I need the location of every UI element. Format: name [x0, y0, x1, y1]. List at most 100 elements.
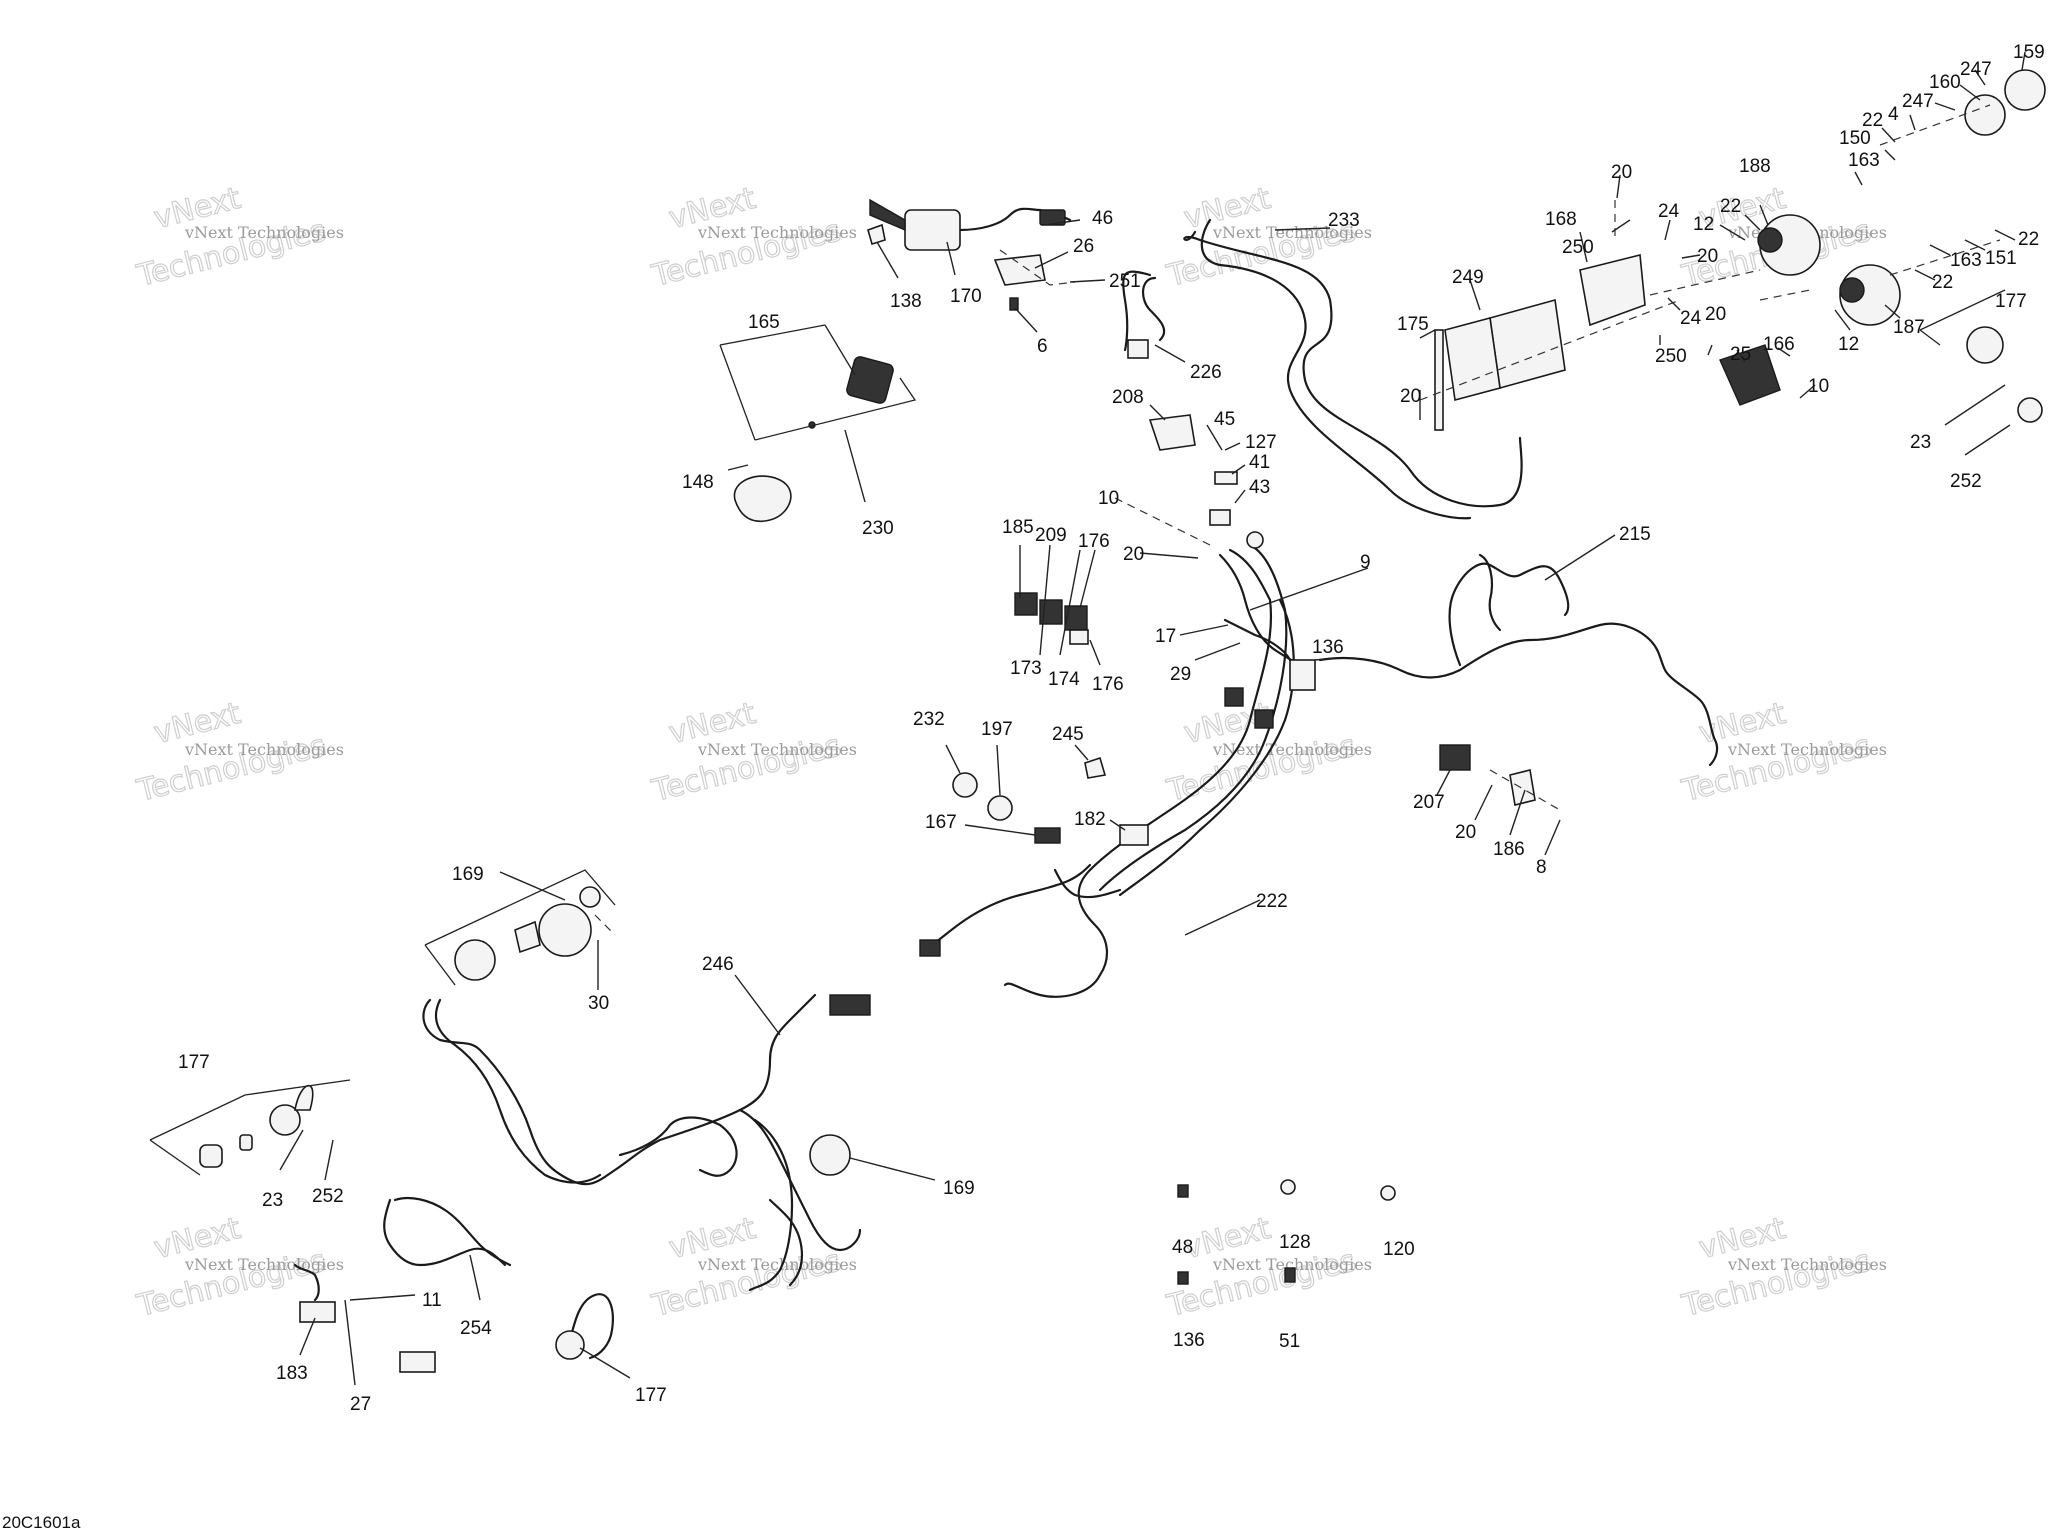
- bulb-169: [514, 920, 541, 954]
- wire-167: [923, 863, 1092, 952]
- leader-174: [1059, 549, 1081, 656]
- dash-247: [1879, 104, 1991, 146]
- dash-188: [1759, 289, 1811, 301]
- dash-163: [1889, 239, 2001, 276]
- callout-230: 230: [862, 518, 894, 539]
- relay-174: [1069, 629, 1089, 645]
- watermark-group: vNext Technologies vNext Technologies vN…: [132, 180, 1887, 1324]
- harness-246f: [768, 1198, 804, 1287]
- tray-250: [1579, 253, 1646, 327]
- socket-169: [579, 886, 601, 908]
- harness-254b: [393, 1196, 512, 1267]
- leader-250a: [1579, 231, 1588, 263]
- clip-136: [1177, 1271, 1189, 1285]
- leader-160: [1959, 84, 1981, 101]
- leader-187: [1884, 304, 1901, 319]
- harness-215c: [1478, 553, 1502, 632]
- leader-168: [1611, 219, 1631, 233]
- callout-30: 30: [588, 993, 609, 1014]
- leader-170: [946, 241, 956, 276]
- bracket-group-177b: [149, 1079, 351, 1176]
- battery-cable-233b: [1200, 218, 1472, 520]
- callout-175: 175: [1397, 314, 1429, 335]
- callout-160: 160: [1929, 72, 1961, 93]
- leader-20e: [1681, 254, 1701, 259]
- assembly-lines: [594, 104, 2001, 936]
- callout-17: 17: [1155, 626, 1176, 647]
- callout-24a: 24: [1658, 201, 1680, 222]
- ring-160: [1964, 94, 2006, 136]
- leader-12b: [1834, 309, 1851, 331]
- harness-215b: [1448, 562, 1570, 667]
- callout-207: 207: [1413, 792, 1445, 813]
- callout-4: 4: [1888, 104, 1899, 125]
- lamp-177-ring: [2017, 397, 2043, 423]
- callout-11: 11: [422, 1290, 442, 1311]
- lens-169: [454, 939, 496, 981]
- callout-250b: 250: [1655, 346, 1687, 367]
- leader-245: [1074, 744, 1089, 761]
- callout-209: 209: [1035, 525, 1067, 546]
- callout-249: 249: [1452, 267, 1484, 288]
- callout-20d: 20: [1611, 162, 1632, 183]
- watermark-text: vNext Technologies: [1212, 740, 1372, 759]
- harness-246: [422, 993, 817, 1186]
- watermark-text: vNext Technologies: [1727, 1255, 1887, 1274]
- main-harness-222b: [1098, 543, 1288, 892]
- leader-169b: [849, 1157, 936, 1181]
- watermark-text: vNext Technologies: [184, 740, 344, 759]
- callout-22b: 22: [1862, 110, 1883, 131]
- fastener-6: [1009, 297, 1019, 311]
- lamp-177c: [555, 1330, 585, 1360]
- leader-20d: [1616, 174, 1621, 199]
- callout-177a: 177: [1995, 291, 2027, 312]
- harness-183: [293, 1263, 320, 1302]
- headlamp-169b: [809, 1134, 851, 1176]
- leader-249: [1469, 279, 1481, 311]
- leader-167: [964, 824, 1036, 836]
- callout-22d: 22: [1932, 272, 1953, 293]
- callout-43: 43: [1249, 477, 1270, 498]
- callout-159: 159: [2013, 42, 2045, 63]
- bracket-208: [1148, 414, 1196, 451]
- clip-48: [1177, 1184, 1189, 1198]
- callout-197: 197: [981, 719, 1013, 740]
- cable-226: [1142, 276, 1166, 342]
- leader-247b: [1974, 69, 1986, 86]
- callout-163b: 163: [1950, 250, 1982, 271]
- callout-45: 45: [1214, 409, 1235, 430]
- leader-175: [1419, 329, 1436, 339]
- leader-20a: [1139, 552, 1199, 559]
- callout-167: 167: [925, 812, 957, 833]
- callout-170: 170: [950, 286, 982, 307]
- callout-186: 186: [1493, 839, 1525, 860]
- callout-6: 6: [1037, 336, 1048, 357]
- leader-22a: [1744, 214, 1761, 231]
- cable-226b: [1122, 270, 1152, 352]
- relay-209: [1039, 599, 1063, 625]
- bezel-177b: [199, 1144, 223, 1168]
- callout-48: 48: [1172, 1237, 1193, 1258]
- callout-250a: 250: [1562, 237, 1594, 258]
- callout-166: 166: [1763, 334, 1795, 355]
- assembly-188-hub: [1757, 227, 1783, 253]
- leader-8: [1544, 819, 1561, 856]
- battery-side-249: [1444, 316, 1501, 402]
- harness-246e: [748, 1118, 794, 1292]
- bracket-group-169: [424, 869, 616, 986]
- leader-27: [344, 1299, 356, 1386]
- leader-22d: [1914, 269, 1936, 281]
- leader-151: [1964, 239, 1986, 251]
- callout-136a: 136: [1312, 637, 1344, 658]
- callout-222: 222: [1256, 891, 1288, 912]
- leader-232: [945, 744, 961, 774]
- leader-186: [1509, 789, 1526, 836]
- callout-41: 41: [1249, 452, 1270, 473]
- part-182: [1119, 824, 1149, 846]
- callout-151: 151: [1985, 248, 2017, 269]
- leader-188: [1759, 204, 1769, 226]
- callout-29: 29: [1170, 664, 1191, 685]
- leader-26: [1034, 251, 1069, 269]
- callouts: 138 170 46 26 251 6 165 148 230 226 233 …: [178, 42, 2045, 1415]
- leader-252b: [324, 1139, 334, 1181]
